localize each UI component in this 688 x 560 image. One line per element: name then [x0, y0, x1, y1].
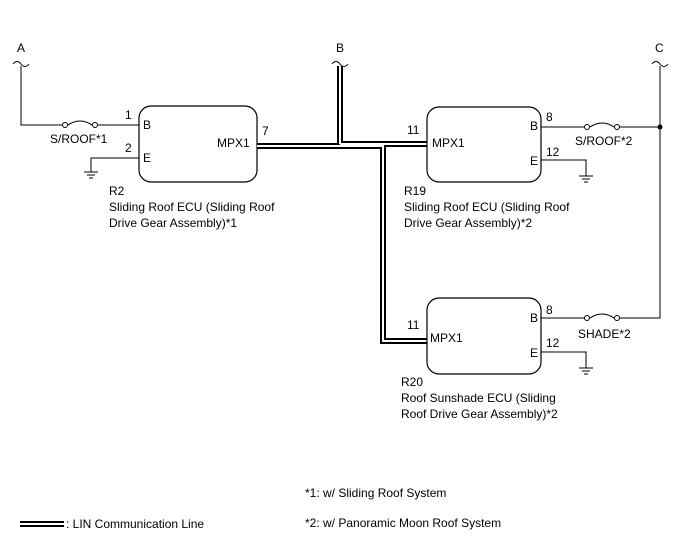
ecu-r20-pin-b-number: 8	[546, 303, 553, 317]
ecu-r2-pin-mpx-number: 7	[262, 124, 269, 138]
ecu-r20-pin-b-label: B	[530, 311, 538, 325]
ecu-r19-code: R19	[404, 184, 426, 198]
ecu-r2-pin-mpx-label: MPX1	[217, 136, 250, 150]
footnote-2: *2: w/ Panoramic Moon Roof System	[305, 516, 501, 530]
ecu-r2-pin-e-number: 2	[125, 141, 132, 155]
connector-c-label: C	[655, 41, 664, 55]
fuse-sroof2-symbol	[589, 122, 615, 128]
ecu-r2-pin-b-label: B	[143, 118, 151, 132]
ecu-r2-name-line1: Sliding Roof ECU (Sliding Roof	[109, 200, 275, 214]
ecu-r20-name-line1: Roof Sunshade ECU (Sliding	[401, 391, 556, 405]
legend-lin-label: : LIN Communication Line	[66, 517, 204, 531]
connector-b-break-symbol	[331, 61, 349, 67]
fuse-sroof1-terminal-right	[92, 122, 98, 128]
ecu-r2-ground-icon	[84, 171, 98, 179]
ecu-r20-pin-e-number: 12	[546, 336, 560, 350]
connector-c-break-symbol	[651, 61, 669, 67]
fuse-sroof2-terminal-right	[614, 124, 620, 130]
connector-a-break-symbol	[12, 61, 30, 67]
connector-b-label: B	[336, 41, 344, 55]
ecu-r19-box	[426, 106, 542, 183]
ecu-r19-pin-mpx-number: 11	[407, 123, 420, 137]
fuse-sroof2-label: S/ROOF*2	[575, 134, 633, 148]
fuse-sroof1-label: S/ROOF*1	[50, 132, 108, 146]
wire-c-riser	[620, 66, 661, 319]
ecu-r2-name-line2: Drive Gear Assembly)*1	[109, 216, 237, 230]
ecu-r19-pin-e-label: E	[530, 154, 538, 168]
fuse-shade2-terminal-left	[584, 315, 590, 321]
ecu-r20-code: R20	[401, 375, 423, 389]
ecu-r19-pin-mpx-label: MPX1	[432, 136, 465, 150]
ecu-r20-name-line2: Roof Drive Gear Assembly)*2	[401, 407, 558, 421]
ecu-r20-ground-icon	[579, 367, 593, 375]
ecu-r19-pin-b-number: 8	[546, 110, 553, 124]
ecu-r2-code: R2	[109, 184, 125, 198]
ecu-r19-name-line1: Sliding Roof ECU (Sliding Roof	[404, 200, 570, 214]
ecu-r19-pin-e-number: 12	[546, 145, 560, 159]
ecu-r2-ground-wire	[90, 157, 139, 172]
ecu-r20-pin-mpx-label: MPX1	[430, 331, 463, 345]
junction-dot-c	[657, 124, 663, 130]
fuse-shade2-label: SHADE*2	[578, 327, 631, 341]
ecu-r19-ground-icon	[579, 175, 593, 183]
fuse-shade2-terminal-right	[614, 315, 620, 321]
connector-a-label: A	[17, 41, 25, 55]
ecu-r2-pin-e-label: E	[143, 151, 151, 165]
ecu-r19-name-line2: Drive Gear Assembly)*2	[404, 216, 532, 230]
ecu-r19-ground-wire	[541, 159, 587, 176]
wire-a-to-fuse-sroof1	[20, 66, 62, 126]
lin-bus	[257, 66, 427, 344]
ecu-r20-pin-mpx-number: 11	[407, 318, 420, 332]
ecu-r2-pin-b-number: 1	[125, 108, 132, 122]
footnote-1: *1: w/ Sliding Roof System	[305, 486, 446, 500]
ecu-r19-pin-b-label: B	[530, 119, 538, 133]
ecu-r20-pin-e-label: E	[530, 346, 538, 360]
fuse-shade2-symbol	[589, 313, 615, 319]
fuse-sroof1-terminal-left	[62, 122, 68, 128]
ecu-r20-box	[426, 297, 542, 375]
ecu-r20-ground-wire	[541, 351, 587, 368]
fuse-sroof2-terminal-left	[584, 124, 590, 130]
fuse-sroof1-symbol	[67, 120, 93, 126]
